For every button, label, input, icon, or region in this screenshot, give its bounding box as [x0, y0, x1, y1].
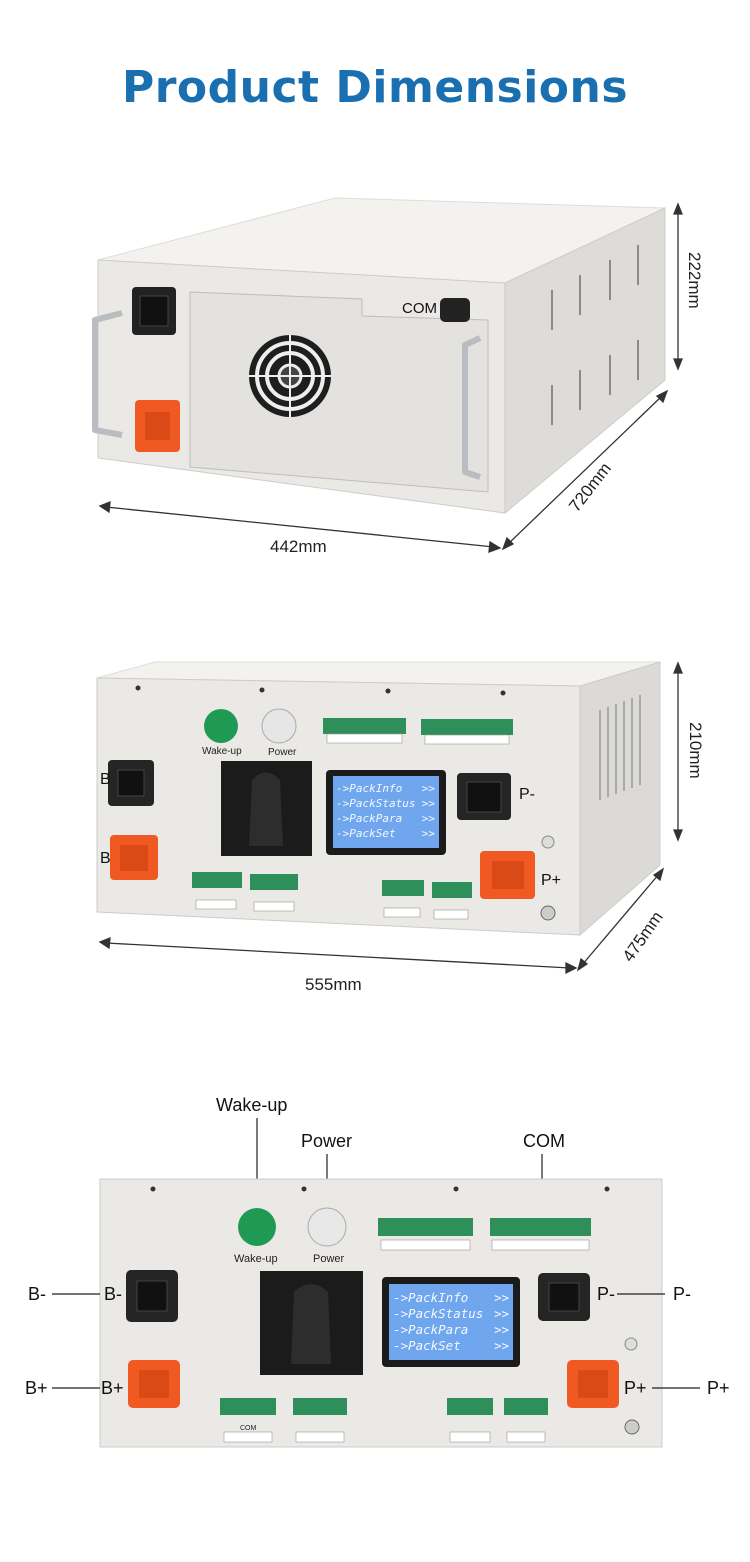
p-minus-label-inner: P- [597, 1284, 615, 1304]
case-side [579, 661, 661, 937]
lcd-arrow: >> [422, 797, 436, 810]
b-minus-connector [126, 1270, 178, 1322]
wakeup-button[interactable] [238, 1208, 276, 1246]
p-plus-label: P+ [541, 872, 561, 889]
b-plus-connector [135, 400, 180, 452]
com-terminal-2 [421, 719, 513, 745]
screw-icon [624, 1337, 638, 1351]
product-view-front-callouts: Wake-up Power COM Wake-up Power ->PackIn… [25, 1095, 730, 1448]
b-minus-connector [108, 760, 154, 806]
dimension-lines [98, 661, 683, 975]
b-minus-label-inner: B- [104, 1284, 122, 1304]
lcd-arrow: >> [494, 1338, 509, 1353]
b-plus-connector [128, 1360, 180, 1408]
lcd-arrow: >> [494, 1306, 509, 1321]
page-title: Product Dimensions [121, 62, 629, 113]
rotary-switch[interactable] [260, 1271, 363, 1375]
p-plus-label-outer: P+ [707, 1378, 730, 1398]
product-view-isometric: COM 222mm 720mm 442mm [92, 197, 704, 556]
wakeup-label: Wake-up [202, 746, 242, 757]
lcd-line-2: ->PackStatus [336, 797, 415, 810]
com-terminal-1 [378, 1218, 473, 1251]
b-minus-connector [132, 287, 176, 335]
ground-screw-icon [540, 905, 556, 921]
b-plus-label-outer: B+ [25, 1378, 48, 1398]
handle-right [462, 335, 482, 480]
callout-power: Power [301, 1131, 352, 1151]
p-plus-label-inner: P+ [624, 1378, 647, 1398]
dim-width: 555mm [305, 975, 362, 994]
lcd-line-4: ->PackSet [393, 1338, 461, 1353]
ground-screw-icon [624, 1419, 640, 1435]
terminal-block [192, 872, 242, 888]
callout-wakeup: Wake-up [216, 1095, 287, 1115]
lcd-display: ->PackInfo ->PackStatus ->PackPara ->Pac… [382, 1277, 520, 1367]
front-plate [189, 291, 489, 493]
dim-height: 222mm [685, 252, 704, 309]
terminal-block [432, 882, 472, 898]
terminal-block [293, 1398, 347, 1415]
p-minus-label-outer: P- [673, 1284, 691, 1304]
terminal-block [382, 880, 424, 896]
product-view-front-perspective: Wake-up Power ->PackInfo ->PackStatus ->… [96, 661, 705, 994]
b-minus-label: B [100, 771, 111, 788]
p-minus-label: P- [519, 786, 535, 803]
lcd-line-2: ->PackStatus [393, 1306, 483, 1321]
lcd-line-3: ->PackPara [336, 812, 402, 825]
lcd-arrow: >> [422, 812, 436, 825]
lcd-arrow: >> [494, 1290, 509, 1305]
lcd-line-3: ->PackPara [393, 1322, 468, 1337]
wakeup-label: Wake-up [234, 1253, 278, 1265]
com-tag: COM [240, 1425, 257, 1432]
lcd-line-1: ->PackInfo [393, 1290, 468, 1305]
wakeup-button[interactable] [204, 709, 238, 743]
p-plus-connector [567, 1360, 619, 1408]
p-minus-connector [538, 1273, 590, 1321]
terminal-block [447, 1398, 493, 1415]
b-plus-connector [110, 835, 158, 880]
fan-icon [249, 335, 331, 417]
handle-left [92, 310, 123, 438]
com-port [440, 298, 470, 322]
screw-icon [541, 835, 555, 849]
com-terminal-2 [490, 1218, 591, 1251]
lcd-display: ->PackInfo ->PackStatus ->PackPara ->Pac… [326, 770, 446, 855]
lcd-line-4: ->PackSet [336, 827, 396, 840]
callout-com: COM [523, 1131, 565, 1151]
dim-height: 210mm [686, 722, 705, 779]
power-button[interactable] [261, 708, 297, 744]
power-label: Power [268, 747, 297, 758]
lcd-arrow: >> [422, 782, 436, 795]
lcd-arrow: >> [494, 1322, 509, 1337]
com-label: COM [402, 300, 437, 317]
b-plus-label-inner: B+ [101, 1378, 124, 1398]
power-button[interactable] [307, 1207, 347, 1247]
com-terminal-1 [323, 718, 406, 744]
rotary-switch[interactable] [221, 761, 312, 856]
terminal-block [504, 1398, 548, 1415]
b-minus-label-outer: B- [28, 1284, 46, 1304]
dim-width: 442mm [270, 537, 327, 556]
dim-depth: 475mm [619, 908, 667, 965]
lcd-line-1: ->PackInfo [336, 782, 402, 795]
b-plus-label: B [100, 850, 111, 867]
power-label: Power [313, 1253, 345, 1265]
terminal-block [250, 874, 298, 890]
p-plus-connector [480, 851, 535, 899]
dim-depth: 720mm [565, 459, 615, 515]
p-minus-connector [457, 773, 511, 820]
terminal-block [220, 1398, 276, 1415]
dimension-lines [98, 202, 683, 553]
lcd-arrow: >> [422, 827, 436, 840]
